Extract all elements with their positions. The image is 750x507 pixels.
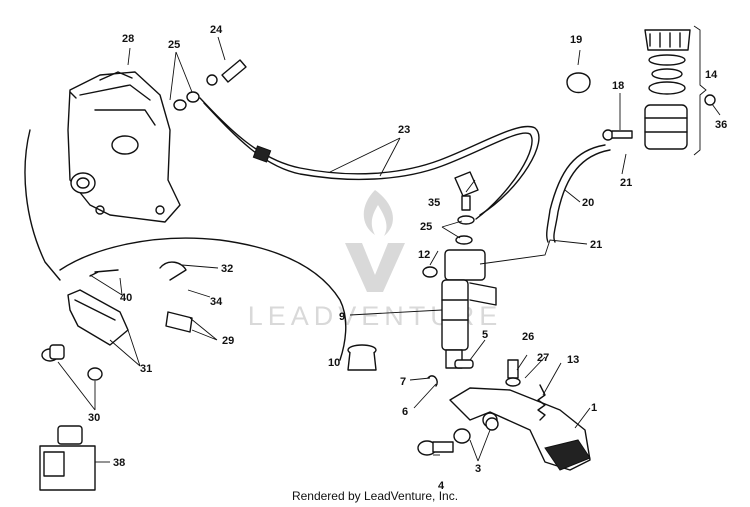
callout-28: 28 — [122, 33, 134, 45]
callout-24: 24 — [210, 24, 223, 36]
clevis-pin — [454, 359, 474, 369]
brake-pedal — [449, 387, 591, 471]
callout-35: 35 — [428, 197, 440, 209]
bleeder-screw — [206, 59, 247, 86]
callout-12: 12 — [418, 249, 430, 261]
callout-32: 32 — [221, 263, 233, 275]
footer-credit: Rendered by LeadVenture, Inc. — [291, 489, 459, 503]
callout-25-upper: 25 — [168, 39, 180, 51]
callout-labels: 28 25 24 23 19 18 14 36 21 20 21 35 25 1… — [88, 24, 727, 492]
callout-36: 36 — [715, 119, 727, 131]
callout-1: 1 — [591, 402, 597, 414]
callout-7: 7 — [400, 376, 406, 388]
callout-30: 30 — [88, 412, 100, 424]
hose-clip — [566, 72, 591, 94]
crush-washers-upper — [173, 91, 200, 111]
brake-hose — [199, 97, 540, 220]
watermark-v-logo — [345, 243, 405, 292]
pedal-pivot-bolt — [417, 440, 454, 456]
callout-34: 34 — [210, 296, 223, 308]
callout-27: 27 — [537, 352, 549, 364]
return-spring — [537, 384, 546, 421]
brake-reservoir — [644, 25, 707, 156]
callout-3: 3 — [475, 463, 481, 475]
callout-9: 9 — [339, 311, 345, 323]
callout-4: 4 — [438, 480, 445, 492]
callout-20: 20 — [582, 197, 594, 209]
callout-10: 10 — [328, 357, 340, 369]
pedal-bushings — [453, 417, 499, 444]
callout-38: 38 — [113, 457, 125, 469]
callout-19: 19 — [570, 34, 582, 46]
reservoir-bolt — [602, 129, 633, 141]
callout-40: 40 — [120, 292, 132, 304]
brake-fluid-bottle — [39, 425, 96, 491]
callout-14: 14 — [705, 69, 718, 81]
callout-5: 5 — [482, 329, 488, 341]
callout-25-lower: 25 — [420, 221, 432, 233]
cotter-pin — [427, 375, 438, 387]
callout-6: 6 — [402, 406, 408, 418]
callout-29: 29 — [222, 335, 234, 347]
reservoir-hose — [546, 144, 611, 243]
callout-18: 18 — [612, 80, 624, 92]
dust-boot — [347, 344, 377, 371]
banjo-bolt — [454, 171, 479, 211]
brake-caliper — [67, 71, 181, 223]
callout-21-upper: 21 — [620, 177, 632, 189]
callout-23: 23 — [398, 124, 410, 136]
watermark-flame-logo — [363, 190, 393, 236]
pedal-bolt-and-washer — [505, 359, 521, 387]
caliper-pads-inset — [24, 129, 347, 381]
callout-13: 13 — [567, 354, 579, 366]
callout-21-lower: 21 — [590, 239, 602, 251]
callout-leaders — [57, 36, 721, 463]
reservoir-nut — [704, 94, 716, 106]
crush-washers-lower — [455, 215, 475, 245]
callout-31: 31 — [140, 363, 152, 375]
callout-26: 26 — [522, 331, 534, 343]
